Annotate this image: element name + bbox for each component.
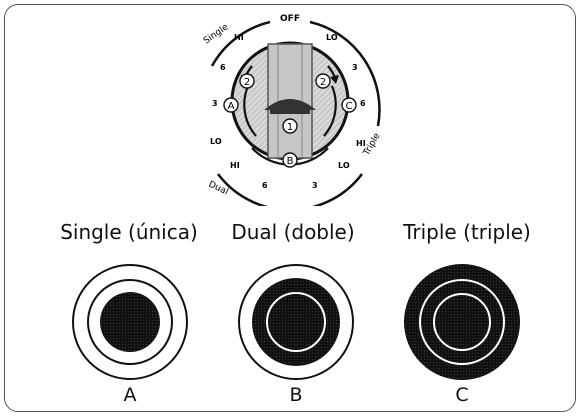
- svg-text:C: C: [346, 101, 353, 112]
- bottom-scale-3: 3: [312, 181, 318, 190]
- left-rotation-arrow: [243, 85, 257, 137]
- off-label: OFF: [280, 14, 300, 24]
- callout-a: A: [223, 97, 239, 113]
- bottom-scale-hi: HI: [230, 161, 240, 170]
- caption-single: Single (única): [60, 220, 198, 244]
- knob-pointer-icon: [264, 99, 316, 110]
- callout-2-right: 2: [315, 73, 331, 89]
- letter-b: B: [289, 384, 303, 406]
- letter-c: C: [455, 384, 469, 406]
- left-scale-hi: HI: [234, 33, 244, 42]
- letter-a: A: [123, 384, 137, 406]
- svg-text:B: B: [287, 156, 294, 167]
- svg-text:A: A: [228, 101, 235, 112]
- right-rotation-arrow: [323, 85, 337, 137]
- single-arc: [210, 20, 271, 67]
- triple-arc: [309, 20, 381, 127]
- single-arc-label: Single: [202, 22, 231, 46]
- single-element-icon: [72, 264, 188, 380]
- callout-c: C: [341, 97, 357, 113]
- callout-1: 1: [282, 118, 298, 134]
- bottom-scale-6: 6: [262, 181, 268, 190]
- dual-element-icon: [238, 264, 354, 380]
- left-scale-6: 6: [220, 63, 226, 72]
- dual-arc: [217, 173, 363, 206]
- left-scale-3: 3: [212, 99, 218, 108]
- caption-dual: Dual (doble): [231, 220, 355, 244]
- right-scale-3: 3: [352, 63, 358, 72]
- figure-frame: [4, 4, 576, 412]
- svg-text:1: 1: [287, 122, 293, 133]
- right-scale-6: 6: [360, 99, 366, 108]
- bottom-scale-lo: LO: [338, 161, 350, 170]
- left-scale-lo: LO: [210, 137, 222, 146]
- right-scale-lo: LO: [326, 33, 338, 42]
- callout-b: B: [282, 152, 298, 168]
- svg-text:2: 2: [244, 77, 250, 88]
- svg-text:2: 2: [320, 77, 326, 88]
- triple-element-icon: [404, 264, 520, 380]
- control-knob-diagram: 1 2 2 A C B OFF Single Triple Dual HI 6 …: [202, 14, 383, 206]
- caption-triple: Triple (triple): [403, 220, 531, 244]
- right-scale-hi: HI: [356, 139, 366, 148]
- callout-2-left: 2: [239, 73, 255, 89]
